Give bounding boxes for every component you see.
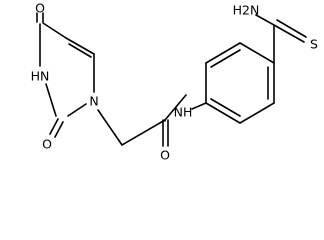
bond-cs-s [273,24,305,43]
atom-label-o-amide: O [160,148,170,163]
uracil-ring [36,12,95,138]
bond-nh-c1 [191,102,207,110]
atom-label-s-thioamide: S [310,37,318,52]
bond-c2-o [49,118,59,135]
atom-label-nh2-thioamide: H2N [233,3,260,18]
chemical-structure: O HN O N NH O H2N S [31,1,318,163]
acetamide-linker [97,94,187,147]
bond-ar-5 [239,102,275,124]
atom-labels: O HN O N NH O H2N S [31,1,318,163]
benzene-ring [191,42,275,124]
bond-co-nh-2 [164,94,187,121]
bond-cs-nh2 [255,14,275,26]
bond-c4-c5 [42,22,67,39]
atom-label-o-c2: O [42,137,52,152]
bond-ar-2 [205,42,241,64]
bond-c5-c6 [65,37,95,55]
bond-n1-ch2 [97,109,123,146]
bond-c2-o-2 [54,121,64,138]
atom-label-n-n1: N [89,94,98,109]
bond-c2-n3 [45,83,57,117]
bond-cs-s-2 [276,19,307,38]
bond-ar-inner-1 [210,49,241,68]
atom-label-nh-n3: HN [31,69,50,84]
bond-ar-6 [205,102,241,124]
bond-c5-c6-inner [68,43,92,58]
thioamide-group [255,14,307,64]
bond-ch2-co [121,119,166,146]
atom-label-nh-amide: NH [174,105,193,120]
bond-ar-3 [239,42,275,64]
atom-label-o-c4: O [35,1,45,16]
bond-ar-inner-3 [210,98,241,117]
bond-n1-c2 [67,103,87,117]
